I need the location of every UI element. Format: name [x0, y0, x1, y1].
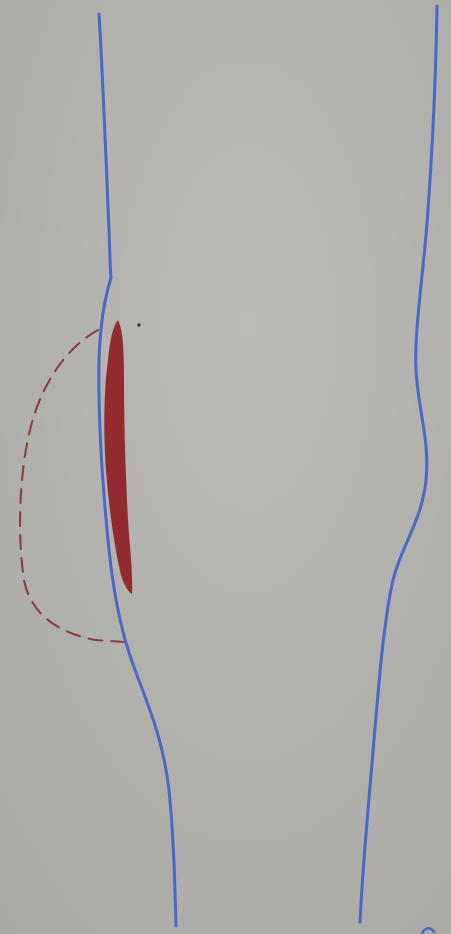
- ink-dot: [137, 323, 140, 326]
